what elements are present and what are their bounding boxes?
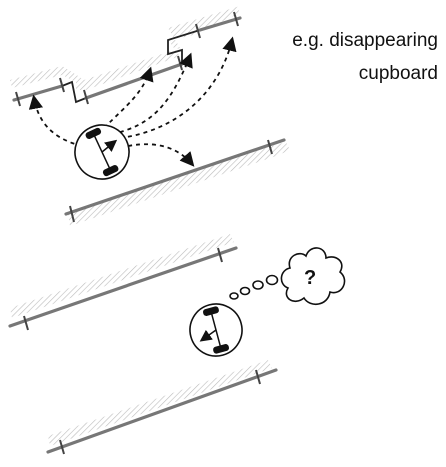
- robot-bottom: [189, 303, 243, 357]
- upper-wall-right: [198, 16, 242, 32]
- wall-tick: [83, 89, 89, 105]
- robot-heading: [199, 329, 217, 342]
- corridor-wall-upper: [8, 246, 238, 328]
- robot-heading: [101, 139, 118, 153]
- sensor-ray: [111, 52, 193, 135]
- corridor-wall-hatch: [10, 234, 234, 318]
- upper-wall-recess: [61, 80, 87, 104]
- wall-tick: [69, 205, 75, 223]
- wall-tick: [217, 247, 223, 263]
- sensor-ray: [119, 36, 237, 139]
- sensor-ray: [127, 143, 195, 167]
- wall-tick: [195, 23, 201, 39]
- upper-wall-hatch: [10, 6, 240, 90]
- bottom-scene: ?: [8, 234, 346, 455]
- corridor-wall-hatch-lower: [48, 360, 272, 446]
- corridor-wall-lower: [46, 368, 278, 454]
- thought-dot: [239, 286, 251, 296]
- thought-cloud: [280, 247, 346, 305]
- robot-wheel: [202, 306, 219, 316]
- sensor-ray: [28, 94, 83, 147]
- robot-wheel: [213, 344, 230, 354]
- lower-wall-hatch: [68, 142, 290, 226]
- wall-tick: [15, 91, 21, 107]
- robot-top: [74, 124, 130, 180]
- lower-wall: [64, 138, 286, 216]
- thought-question-mark: ?: [304, 267, 316, 289]
- thought-dot: [252, 280, 264, 290]
- wall-tick: [23, 315, 29, 331]
- wall-tick: [233, 11, 239, 27]
- upper-wall-middle: [84, 62, 184, 100]
- wall-tick: [255, 369, 261, 385]
- top-scene: [10, 6, 290, 226]
- caption-line-2: cupboard: [358, 63, 438, 84]
- upper-wall-left: [12, 84, 64, 102]
- sensor-ray: [103, 66, 154, 129]
- caption-line-1: e.g. disappearing: [292, 30, 438, 51]
- thought-dot: [265, 274, 279, 286]
- robot-wheel: [85, 127, 102, 139]
- wall-tick: [59, 439, 65, 455]
- wall-tick: [267, 139, 273, 155]
- wall-tick: [59, 77, 65, 93]
- thought-dot: [229, 292, 239, 300]
- robot-wheel: [102, 165, 119, 177]
